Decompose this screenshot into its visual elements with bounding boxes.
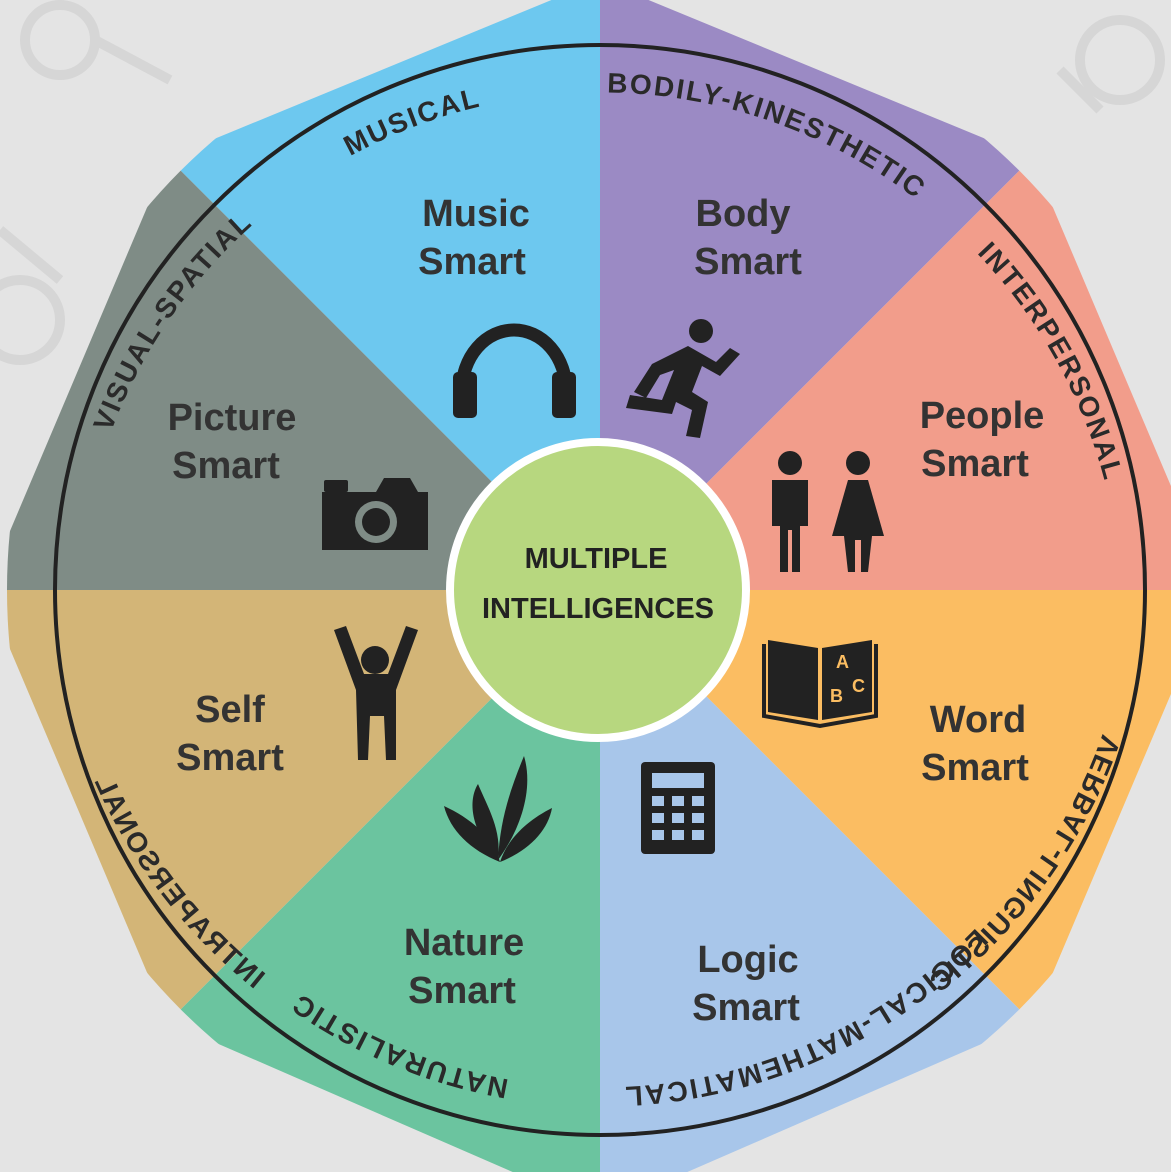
label-logic-smart-2: Smart [692, 987, 800, 1029]
abc-book-icon: A B C [762, 640, 878, 729]
label-people-smart: People [920, 395, 1045, 437]
label-word-smart: Word [930, 699, 1026, 741]
center-title-line1: MULTIPLE [525, 543, 668, 575]
label-picture-smart: Picture [168, 397, 297, 439]
label-self-smart-2: Smart [176, 737, 284, 779]
label-nature-smart-2: Smart [408, 970, 516, 1012]
label-body-smart-2: Smart [694, 241, 802, 283]
label-music-smart-2: Smart [418, 241, 526, 283]
running-person-icon [626, 319, 740, 438]
wedge-bodily [600, 0, 1032, 590]
book-letter-a: A [836, 652, 849, 672]
wedge-musical [168, 0, 600, 590]
wedge-naturalistic [168, 590, 600, 1172]
label-body-smart: Body [696, 193, 791, 235]
calculator-icon [641, 762, 715, 854]
wedge-verbal [600, 590, 1171, 1022]
label-self-smart: Self [195, 689, 265, 731]
label-word-smart-2: Smart [921, 747, 1029, 789]
arms-raised-person-icon [334, 626, 418, 760]
center-title-line2: INTELLIGENCES [482, 593, 714, 625]
camera-icon [322, 478, 428, 550]
label-logic-smart: Logic [697, 939, 798, 981]
man-woman-icon [772, 451, 884, 572]
wedge-interpersonal [600, 158, 1171, 590]
leaves-icon [444, 756, 552, 862]
background-decoration [0, 0, 1165, 365]
wedge-intrapersonal [7, 590, 600, 1022]
label-music-smart: Music [422, 193, 530, 235]
headphones-icon [453, 323, 576, 418]
label-people-smart-2: Smart [921, 443, 1029, 485]
wedge-visual [7, 158, 600, 590]
book-letter-b: B [830, 686, 843, 706]
label-picture-smart-2: Smart [172, 445, 280, 487]
center-hub [446, 438, 750, 742]
divider-ring [53, 43, 1147, 1137]
book-letter-c: C [852, 676, 865, 696]
label-nature-smart: Nature [404, 922, 524, 964]
wedge-logical [600, 590, 1032, 1172]
